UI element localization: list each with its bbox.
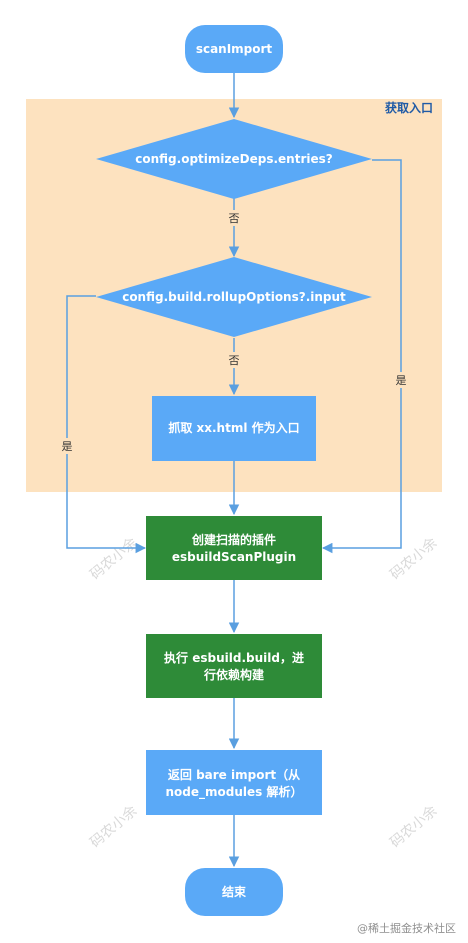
html-entry-node [152, 396, 316, 461]
decision-entries-label: config.optimizeDeps.entries? [135, 152, 332, 166]
decision-input-label: config.build.rollupOptions?.input [122, 290, 346, 304]
html-entry-label: 抓取 xx.html 作为入口 [168, 420, 299, 435]
run-build-label: 执行 esbuild.build，进 [164, 650, 304, 665]
footer-credit: @稀土掘金技术社区 [357, 921, 456, 935]
start-node [185, 25, 283, 73]
decision-entries [96, 119, 372, 199]
start-node-label: scanImport [196, 42, 273, 56]
create-plugin-node [146, 516, 322, 580]
watermark-text: 码农小余 [87, 802, 141, 851]
create-plugin-label: 创建扫描的插件 [191, 532, 276, 547]
return-import-label: 返回 bare import（从 [168, 767, 300, 782]
run-build-label: 行依赖构建 [203, 667, 265, 682]
return-import-label: node_modules 解析） [166, 784, 303, 800]
edge-input-yes [66, 295, 147, 554]
run-build-node [146, 634, 322, 698]
end-node [185, 868, 283, 916]
return-import-node [146, 750, 322, 815]
watermark-text: 码农小余 [387, 802, 441, 851]
edge-label-no: 否 [229, 354, 240, 367]
create-plugin-label: esbuildScanPlugin [172, 550, 296, 564]
edge-label-yes: 是 [62, 440, 73, 453]
end-node-label: 结束 [222, 884, 247, 899]
edge-label-no: 否 [229, 212, 240, 225]
watermark-text: 码农小余 [87, 534, 141, 583]
decision-input [96, 257, 372, 337]
group-title: 获取入口 [384, 100, 433, 115]
edge-entries-yes [321, 159, 402, 554]
edge-label-yes: 是 [396, 374, 407, 387]
watermark-text: 码农小余 [387, 534, 441, 583]
